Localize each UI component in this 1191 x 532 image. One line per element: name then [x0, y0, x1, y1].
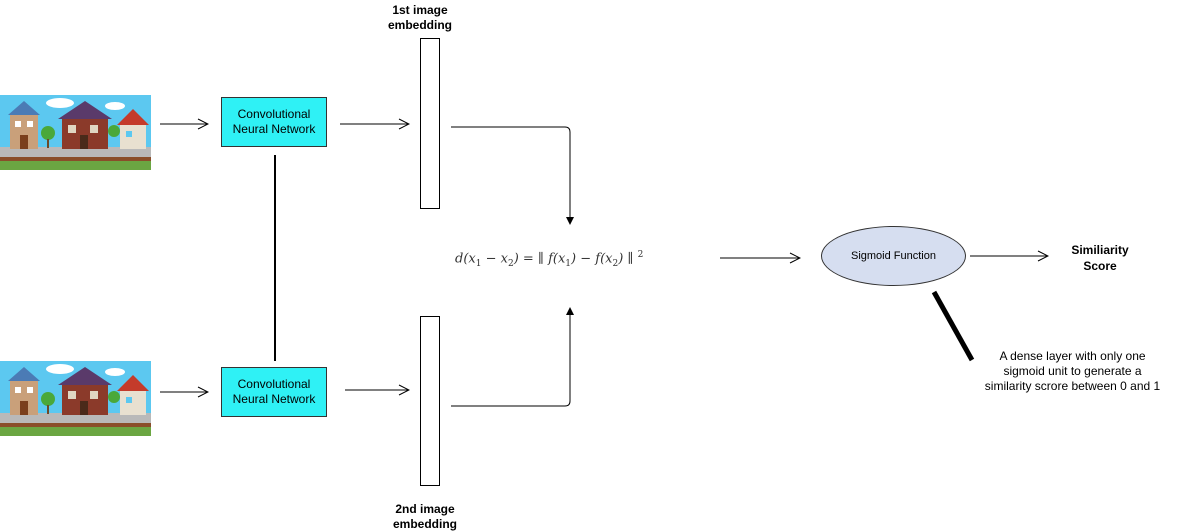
similarity-score-label: Similiarity Score — [1050, 242, 1150, 274]
embedding-top-line2: embedding — [387, 18, 452, 32]
embedding-vector-top — [420, 38, 440, 209]
note-line2: sigmoid unit to generate a — [1003, 364, 1142, 378]
note-line1: A dense layer with only one — [999, 349, 1146, 363]
note-line3: similarity scrore between 0 and 1 — [984, 379, 1161, 393]
cnn-box-top: Convolutional Neural Network — [221, 97, 327, 147]
second-input-image — [0, 361, 151, 436]
embedding-bottom-label: 2nd image embedding — [370, 502, 480, 532]
embedding-top-label: 1st image embedding — [365, 3, 475, 33]
embedding-vector-bottom — [420, 316, 440, 486]
sigmoid-label: Sigmoid Function — [851, 250, 936, 262]
cnn-top-line2: Neural Network — [232, 122, 316, 136]
arrow-embedding1-to-formula — [451, 126, 574, 225]
cnn-bottom-line1: Convolutional — [237, 377, 311, 391]
first-input-image — [0, 95, 151, 170]
embedding-top-line1: 1st image — [392, 3, 448, 17]
score-line1: Similiarity — [1071, 243, 1129, 257]
cnn-box-bottom: Convolutional Neural Network — [221, 367, 327, 417]
score-line2: Score — [1083, 259, 1117, 273]
embedding-bottom-line1: 2nd image — [395, 502, 455, 516]
note-pointer-line — [931, 290, 975, 362]
arrow-embedding2-to-formula — [451, 307, 574, 407]
distance-formula: d(x1 − x2) = ∥ f(x1) − f(x2) ∥ 2 — [455, 250, 644, 269]
cnn-bottom-line2: Neural Network — [232, 392, 316, 406]
cnn-top-line1: Convolutional — [237, 107, 311, 121]
dense-layer-note: A dense layer with only one sigmoid unit… — [960, 349, 1185, 394]
sigmoid-node: Sigmoid Function — [821, 226, 966, 286]
embedding-bottom-line2: embedding — [392, 517, 457, 531]
